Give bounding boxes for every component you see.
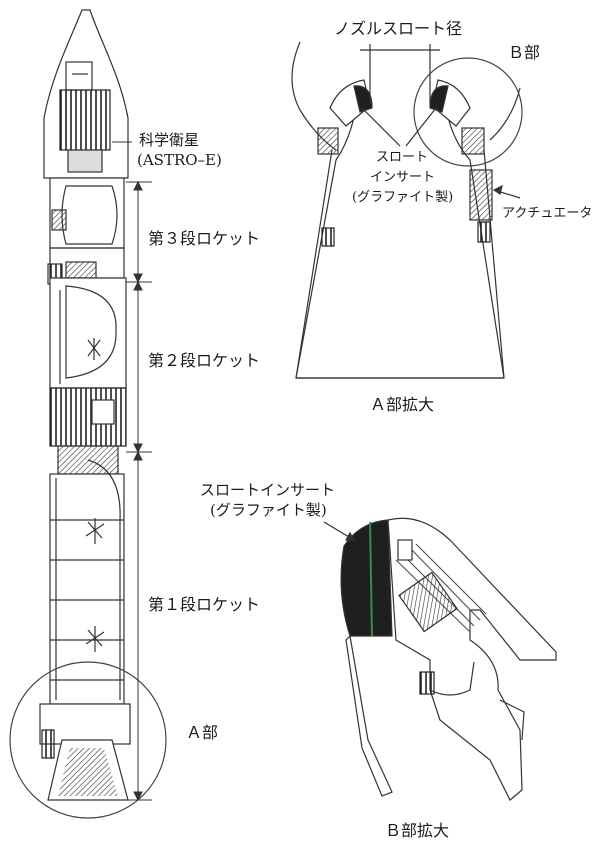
stage2-label: 第２段ロケット <box>148 351 261 370</box>
actuator <box>469 169 493 221</box>
graphite-insert-label-2: (グラファイト製) <box>210 501 327 519</box>
throat-insert-label-2: インサート <box>370 170 436 185</box>
interstage-lower <box>49 387 127 475</box>
rocket-illustration <box>9 9 167 819</box>
first-stage-nozzle <box>39 703 131 801</box>
part-b-circle <box>413 57 523 167</box>
satellite-sub-label: (ASTRO–E) <box>137 151 222 169</box>
throat-diameter-label: ノズルスロート径 <box>334 19 463 38</box>
part-a-label: Ａ部 <box>186 723 219 742</box>
satellite-label: 科学衛星 <box>139 131 200 149</box>
detail-a-nozzle <box>291 41 523 379</box>
part-a-circle <box>9 661 167 819</box>
detail-a-caption: Ａ部拡大 <box>370 395 435 414</box>
satellite-body <box>59 61 111 173</box>
throat-insert-label-1: スロート <box>376 150 429 165</box>
graphite-insert-label-1: スロートインサート <box>200 481 336 499</box>
part-b-label: Ｂ部 <box>508 43 541 62</box>
stage2-body <box>49 277 127 389</box>
stage1-label: 第１段ロケット <box>148 595 261 614</box>
actuator-label: アクチュエータ <box>502 206 593 221</box>
throat-insert-label-3: (グラファイト製) <box>352 190 454 205</box>
stage3-label: 第３段ロケット <box>148 229 261 248</box>
stage-dimension-lines <box>112 141 152 802</box>
stage3-body <box>49 177 125 249</box>
detail-b-caption: Ｂ部拡大 <box>385 821 450 840</box>
detail-b-throat <box>323 517 557 801</box>
